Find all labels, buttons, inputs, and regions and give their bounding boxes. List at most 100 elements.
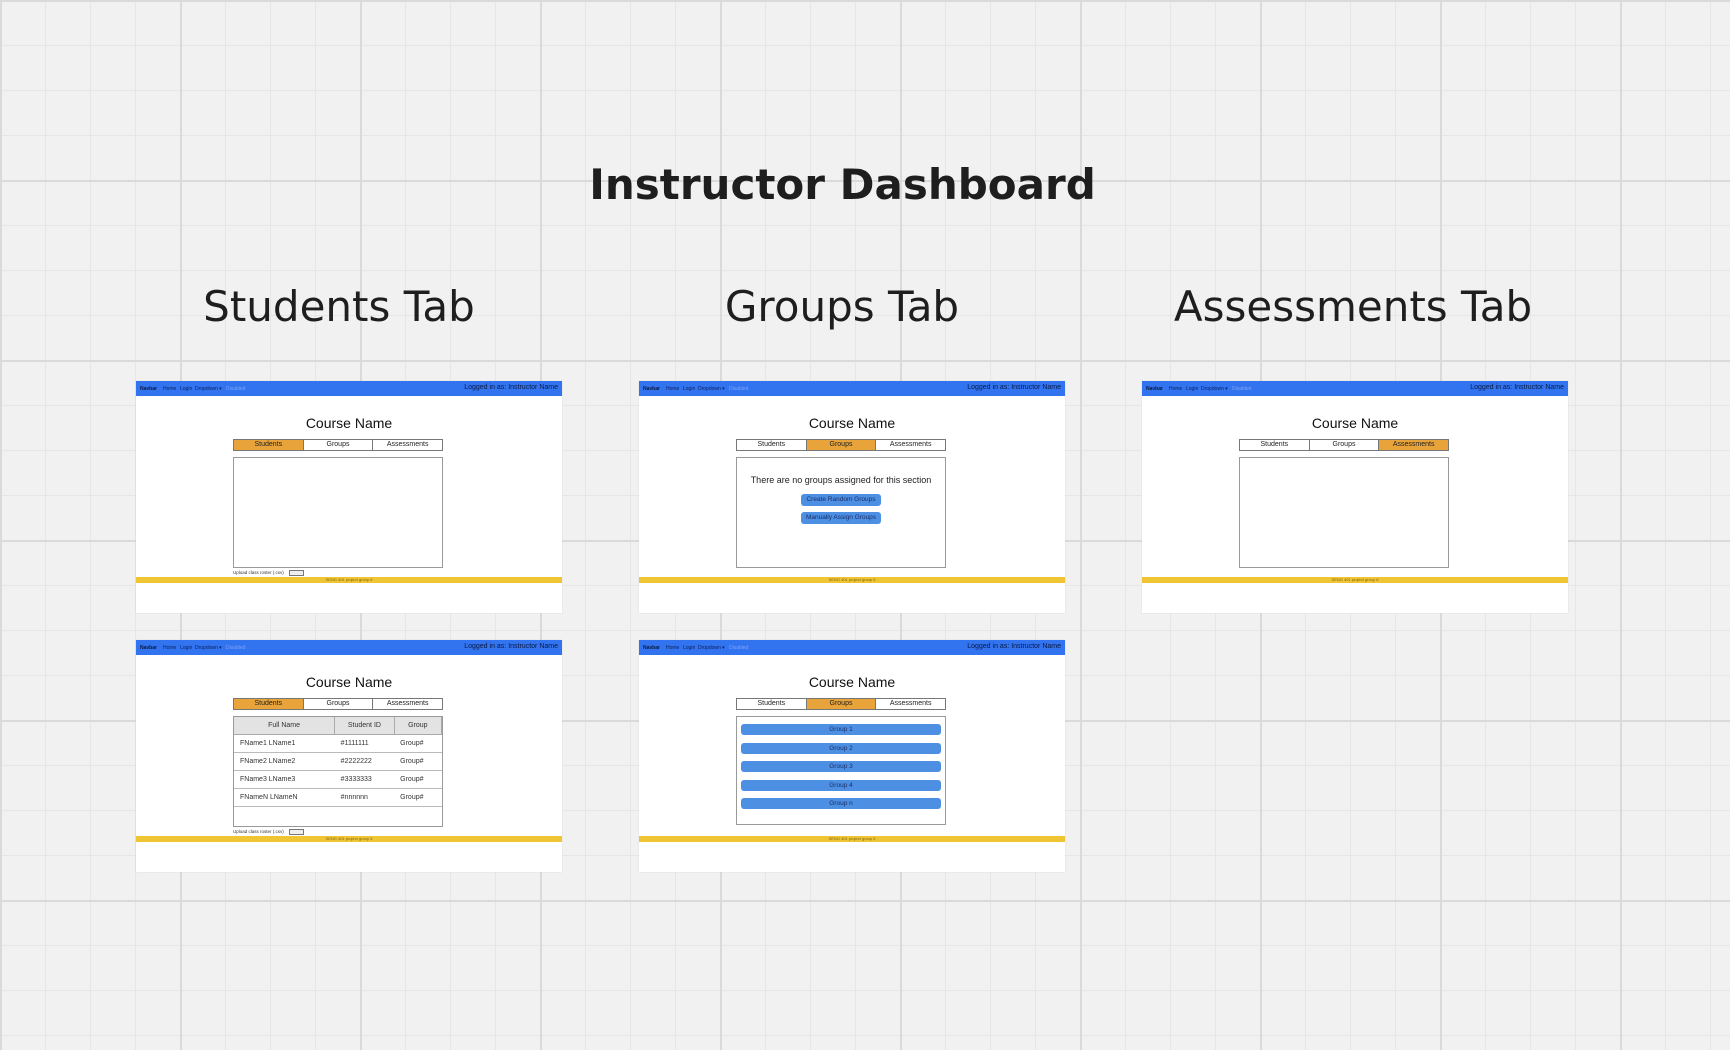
group-button[interactable]: Group 2 bbox=[741, 743, 941, 754]
nav-link-home[interactable]: Home bbox=[666, 645, 680, 651]
navbar: Navbar Home Login Dropdown ▾ Disabled Lo… bbox=[1142, 381, 1568, 396]
manually-assign-groups-button[interactable]: Manually Assign Groups bbox=[801, 512, 881, 524]
table-row[interactable]: FNameN LNameN #nnnnnn Group# bbox=[234, 788, 442, 807]
column-title-students: Students Tab bbox=[203, 282, 475, 331]
table-row[interactable]: FName2 LName2 #2222222 Group# bbox=[234, 752, 442, 771]
no-groups-message: There are no groups assigned for this se… bbox=[750, 475, 932, 485]
nav-link-login[interactable]: Login bbox=[1186, 386, 1199, 392]
assessments-content bbox=[1239, 457, 1449, 568]
footer: SENG 401 project group 6 bbox=[136, 836, 562, 842]
tab-students[interactable]: Students bbox=[234, 440, 304, 450]
nav-link-disabled: Disabled bbox=[729, 645, 749, 651]
nav-link-home[interactable]: Home bbox=[163, 645, 177, 651]
tab-assessments[interactable]: Assessments bbox=[876, 699, 946, 709]
cell-student-id: #3333333 bbox=[334, 770, 395, 789]
navbar: Navbar Home Login Dropdown ▾ Disabled Lo… bbox=[639, 381, 1065, 396]
tab-groups[interactable]: Groups bbox=[806, 699, 877, 709]
course-name: Course Name bbox=[305, 415, 393, 431]
cell-student-id: #nnnnnn bbox=[334, 788, 395, 807]
footer: SENG 401 project group 6 bbox=[639, 577, 1065, 583]
nav-link-login[interactable]: Login bbox=[180, 386, 193, 392]
nav-dropdown[interactable]: Dropdown ▾ bbox=[698, 645, 725, 651]
tab-assessments[interactable]: Assessments bbox=[373, 699, 443, 709]
navbar-brand[interactable]: Navbar bbox=[140, 386, 157, 392]
group-button[interactable]: Group n bbox=[741, 798, 941, 809]
login-status: Logged in as: Instructor Name bbox=[1470, 384, 1564, 391]
cell-group: Group# bbox=[394, 770, 442, 789]
cell-student-id: #1111111 bbox=[334, 734, 395, 753]
navbar-brand[interactable]: Navbar bbox=[1146, 386, 1163, 392]
nav-link-disabled: Disabled bbox=[1232, 386, 1252, 392]
cell-group: Group# bbox=[394, 752, 442, 771]
nav-link-home[interactable]: Home bbox=[666, 386, 680, 392]
tab-groups[interactable]: Groups bbox=[303, 699, 374, 709]
tab-groups[interactable]: Groups bbox=[806, 440, 877, 450]
frame-assessments: Navbar Home Login Dropdown ▾ Disabled Lo… bbox=[1142, 381, 1568, 613]
frame-groups-list: Navbar Home Login Dropdown ▾ Disabled Lo… bbox=[639, 640, 1065, 872]
students-table: Full Name Student ID Group FName1 LName1… bbox=[234, 717, 443, 807]
tab-students[interactable]: Students bbox=[234, 699, 304, 709]
group-button[interactable]: Group 1 bbox=[741, 724, 941, 735]
course-name: Course Name bbox=[808, 674, 896, 690]
tab-bar: Students Groups Assessments bbox=[1239, 439, 1449, 451]
tab-assessments[interactable]: Assessments bbox=[876, 440, 946, 450]
navbar-brand[interactable]: Navbar bbox=[643, 386, 660, 392]
table-row[interactable]: FName3 LName3 #3333333 Group# bbox=[234, 770, 442, 789]
footer: SENG 401 project group 6 bbox=[639, 836, 1065, 842]
column-title-assessments: Assessments Tab bbox=[1173, 282, 1533, 331]
column-title-groups: Groups Tab bbox=[724, 282, 960, 331]
login-status: Logged in as: Instructor Name bbox=[464, 384, 558, 391]
login-status: Logged in as: Instructor Name bbox=[967, 643, 1061, 650]
nav-link-disabled: Disabled bbox=[226, 645, 246, 651]
course-name: Course Name bbox=[1311, 415, 1399, 431]
navbar-brand[interactable]: Navbar bbox=[140, 645, 157, 651]
upload-label: Upload class roster (.csv) bbox=[233, 570, 284, 575]
tab-students[interactable]: Students bbox=[737, 699, 807, 709]
tab-assessments[interactable]: Assessments bbox=[1379, 440, 1449, 450]
group-button[interactable]: Group 3 bbox=[741, 761, 941, 772]
tab-bar: Students Groups Assessments bbox=[233, 439, 443, 451]
login-status: Logged in as: Instructor Name bbox=[464, 643, 558, 650]
nav-link-home[interactable]: Home bbox=[1169, 386, 1183, 392]
tab-bar: Students Groups Assessments bbox=[736, 698, 946, 710]
nav-link-home[interactable]: Home bbox=[163, 386, 177, 392]
nav-dropdown[interactable]: Dropdown ▾ bbox=[698, 386, 725, 392]
column-header-full-name[interactable]: Full Name bbox=[234, 717, 336, 735]
nav-dropdown[interactable]: Dropdown ▾ bbox=[195, 386, 222, 392]
tab-groups[interactable]: Groups bbox=[303, 440, 374, 450]
navbar: Navbar Home Login Dropdown ▾ Disabled Lo… bbox=[639, 640, 1065, 655]
nav-link-disabled: Disabled bbox=[226, 386, 246, 392]
students-content: Full Name Student ID Group FName1 LName1… bbox=[233, 716, 443, 827]
group-button[interactable]: Group 4 bbox=[741, 780, 941, 791]
nav-link-login[interactable]: Login bbox=[180, 645, 193, 651]
nav-dropdown[interactable]: Dropdown ▾ bbox=[195, 645, 222, 651]
nav-link-login[interactable]: Login bbox=[683, 645, 696, 651]
browse-button[interactable] bbox=[289, 829, 304, 835]
nav-dropdown[interactable]: Dropdown ▾ bbox=[1201, 386, 1228, 392]
tab-bar: Students Groups Assessments bbox=[233, 698, 443, 710]
tab-students[interactable]: Students bbox=[1240, 440, 1310, 450]
nav-link-disabled: Disabled bbox=[729, 386, 749, 392]
tab-assessments[interactable]: Assessments bbox=[373, 440, 443, 450]
navbar-brand[interactable]: Navbar bbox=[643, 645, 660, 651]
column-header-group[interactable]: Group bbox=[394, 717, 443, 735]
navbar: Navbar Home Login Dropdown ▾ Disabled Lo… bbox=[136, 381, 562, 396]
cell-group: Group# bbox=[394, 734, 442, 753]
cell-full-name: FNameN LNameN bbox=[234, 788, 335, 807]
table-row[interactable]: FName1 LName1 #1111111 Group# bbox=[234, 734, 442, 753]
frame-students-list: Navbar Home Login Dropdown ▾ Disabled Lo… bbox=[136, 640, 562, 872]
frame-students-empty: Navbar Home Login Dropdown ▾ Disabled Lo… bbox=[136, 381, 562, 613]
browse-button[interactable] bbox=[289, 570, 304, 576]
nav-link-login[interactable]: Login bbox=[683, 386, 696, 392]
create-random-groups-button[interactable]: Create Random Groups bbox=[801, 494, 881, 506]
students-content bbox=[233, 457, 443, 568]
groups-content: There are no groups assigned for this se… bbox=[736, 457, 946, 568]
column-header-student-id[interactable]: Student ID bbox=[334, 717, 395, 735]
cell-group: Group# bbox=[394, 788, 442, 807]
tab-groups[interactable]: Groups bbox=[1309, 440, 1380, 450]
board-title: Instructor Dashboard bbox=[589, 160, 1096, 209]
table-header-row: Full Name Student ID Group bbox=[234, 717, 443, 735]
tab-students[interactable]: Students bbox=[737, 440, 807, 450]
navbar: Navbar Home Login Dropdown ▾ Disabled Lo… bbox=[136, 640, 562, 655]
course-name: Course Name bbox=[808, 415, 896, 431]
